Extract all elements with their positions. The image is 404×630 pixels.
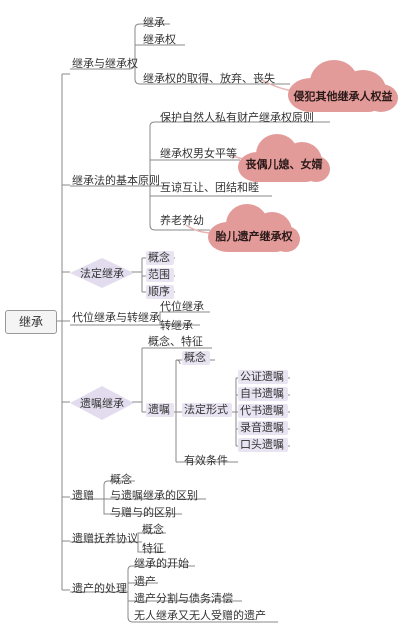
node-will-concept[interactable]: 概念 (184, 351, 206, 364)
node-subrogation[interactable]: 代位继承 (160, 300, 204, 313)
callout-text: 侵犯其他继承人权益 (293, 90, 393, 103)
highlight-box (146, 268, 174, 282)
highlight-box (238, 404, 288, 418)
root-node[interactable]: 继承 (5, 310, 57, 334)
section-testamentary-inheritance[interactable]: 遗嘱继承 (70, 386, 134, 420)
highlight-box (146, 403, 174, 417)
highlight-box (238, 421, 288, 435)
section-legacy[interactable]: 遗赠 (72, 489, 94, 502)
callout-text: 丧偶儿媳、女婿 (245, 158, 323, 171)
node-will-concept-features[interactable]: 概念、特征 (148, 335, 203, 348)
node-gender-equality[interactable]: 继承权男女平等 (160, 147, 237, 160)
node-inheritance-right[interactable]: 继承权 (143, 33, 176, 46)
node-oral-will[interactable]: 口头遗嘱 (240, 438, 284, 451)
section-estate-handling[interactable]: 遗产的处理 (72, 582, 127, 595)
highlight-box (182, 403, 232, 417)
node-division-debt[interactable]: 遗产分割与债务清偿 (134, 592, 233, 605)
node-statutory-scope[interactable]: 范围 (148, 268, 170, 281)
highlight-box (238, 387, 288, 401)
highlight-box (238, 370, 288, 384)
section-basic-principles[interactable]: 继承法的基本原则 (72, 174, 160, 187)
node-inheritance[interactable]: 继承 (143, 16, 165, 29)
callout-fetus-inheritance[interactable]: 胎儿遗产继承权 (206, 200, 302, 254)
section-support-agreement[interactable]: 遗赠抚养协议 (72, 532, 138, 545)
section-statutory-inheritance[interactable]: 法定继承 (70, 258, 134, 288)
section-inheritance-right[interactable]: 继承与继承权 (72, 57, 138, 70)
node-audio-will[interactable]: 录音遗嘱 (240, 421, 284, 434)
callout-widowed-in-laws[interactable]: 丧偶儿媳、女婿 (236, 130, 332, 184)
node-start-of-inheritance[interactable]: 继承的开始 (134, 557, 189, 570)
node-transfer-inheritance[interactable]: 转继承 (160, 319, 193, 332)
highlight-box (182, 351, 210, 365)
highlight-box (238, 438, 288, 452)
highlight-box (146, 251, 174, 265)
node-heirless-estate[interactable]: 无人继承又无人受赠的遗产 (134, 609, 266, 622)
node-holographic-will[interactable]: 自书遗嘱 (240, 387, 284, 400)
node-acquire-waive-lose[interactable]: 继承权的取得、放弃、丧失 (143, 72, 275, 85)
node-legal-form[interactable]: 法定形式 (184, 403, 228, 416)
node-mutual-understanding[interactable]: 互谅互让、团结和睦 (160, 181, 259, 194)
node-diff-gift[interactable]: 与赠与的区别 (110, 506, 176, 519)
node-legacy-concept[interactable]: 概念 (110, 473, 132, 486)
node-agreement-features[interactable]: 特征 (142, 542, 164, 555)
node-statutory-concept[interactable]: 概念 (148, 251, 170, 264)
node-protect-private-property[interactable]: 保护自然人私有财产继承权原则 (160, 111, 314, 124)
node-estate[interactable]: 遗产 (134, 575, 156, 588)
node-will[interactable]: 遗嘱 (148, 403, 170, 416)
node-support-elders-young[interactable]: 养老养幼 (160, 214, 204, 227)
node-agreement-concept[interactable]: 概念 (142, 523, 164, 536)
callout-infringe-heirs[interactable]: 侵犯其他继承人权益 (284, 56, 402, 114)
section-subrogation-transfer[interactable]: 代位继承与转继承 (72, 311, 160, 324)
callout-text: 胎儿遗产继承权 (215, 230, 293, 243)
section-label: 遗嘱继承 (80, 397, 124, 410)
highlight-box (146, 285, 174, 299)
node-valid-conditions[interactable]: 有效条件 (184, 454, 228, 467)
section-label: 法定继承 (80, 267, 124, 280)
node-statutory-order[interactable]: 顺序 (148, 285, 170, 298)
node-diff-testamentary[interactable]: 与遗嘱继承的区别 (110, 489, 198, 502)
node-notarized-will[interactable]: 公证遗嘱 (240, 370, 284, 383)
node-proxy-will[interactable]: 代书遗嘱 (240, 404, 284, 417)
